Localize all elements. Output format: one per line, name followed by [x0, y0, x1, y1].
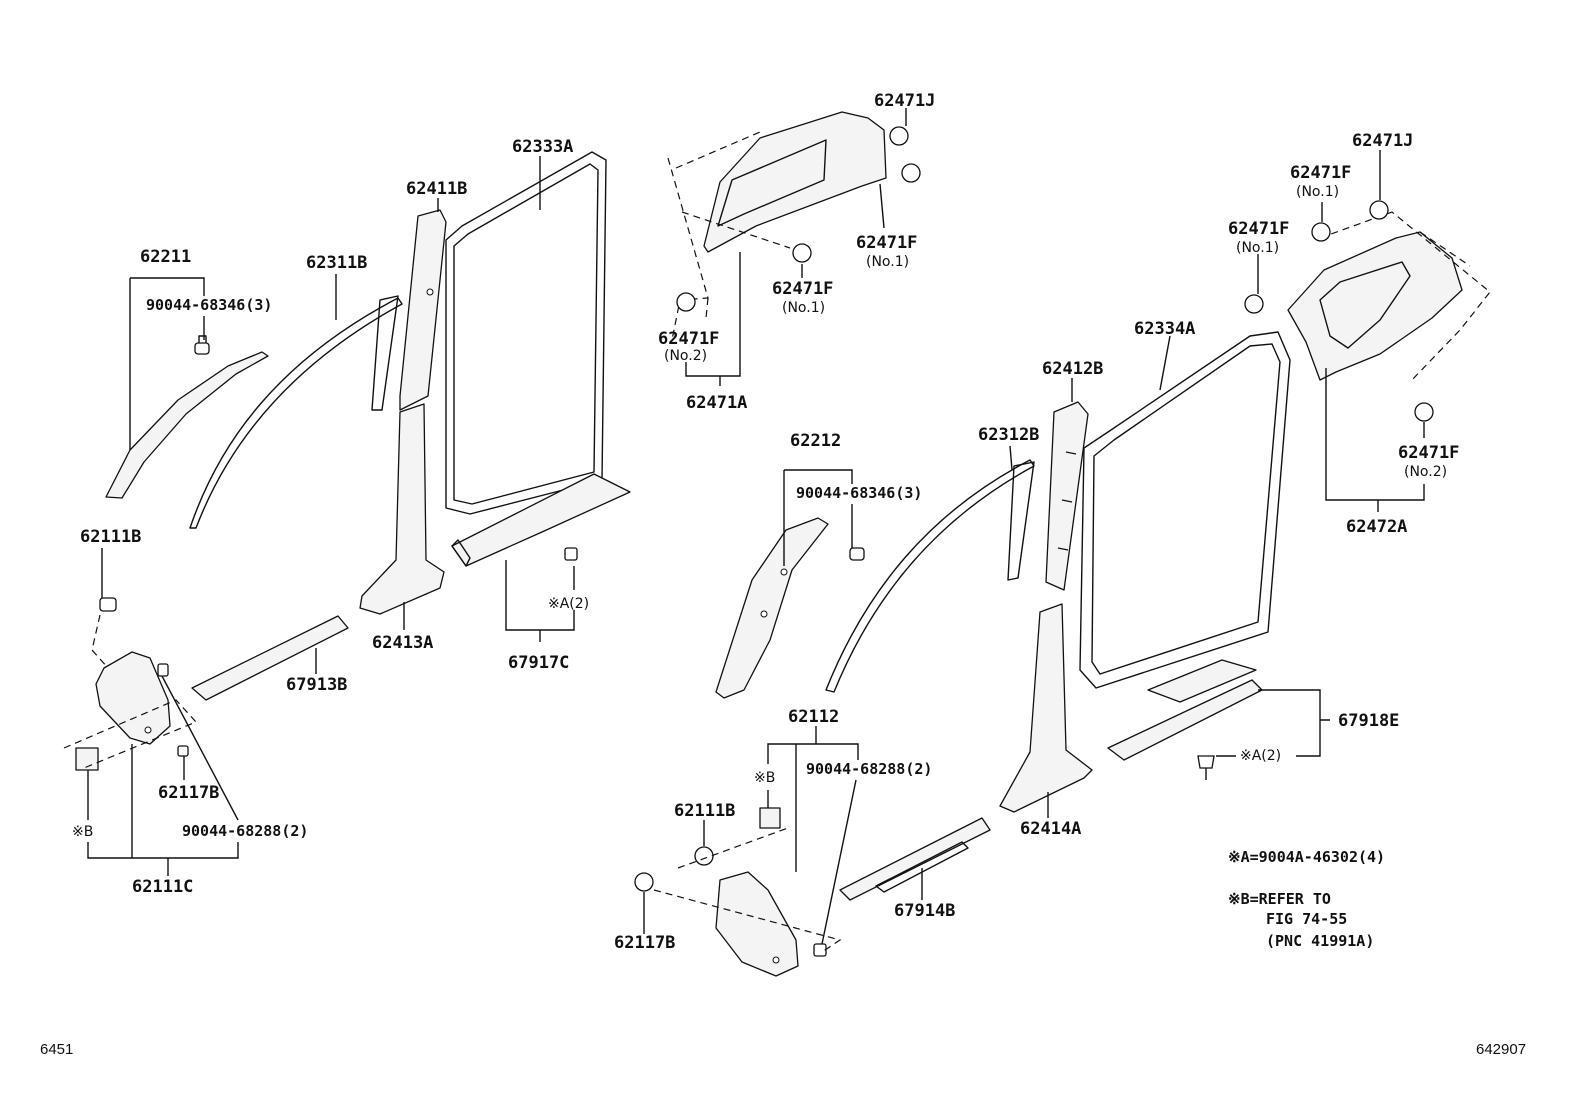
label-A2-b: ※A(2) — [1240, 748, 1281, 764]
label-62111B-a: 62111B — [80, 527, 141, 547]
note-A: ※A=9004A-46302(4) — [1228, 848, 1385, 866]
label-67917C: 67917C — [508, 653, 569, 673]
label-62471F-a: 62471F — [856, 233, 917, 253]
label-B-a: ※B — [72, 824, 93, 840]
label-B-b: ※B — [754, 770, 775, 786]
label-62471F-e-sub: (No.1) — [1236, 240, 1279, 256]
label-62212: 62212 — [790, 431, 841, 451]
scuff-plate-67917C — [451, 473, 631, 567]
door-weatherstrip-62334A — [1079, 331, 1291, 689]
quarter-trim-62471A — [703, 111, 887, 253]
b-pillar-upper-62412B — [1045, 401, 1089, 591]
label-62471A: 62471A — [686, 393, 747, 413]
label-62471F-d-sub: (No.1) — [1296, 184, 1339, 200]
label-62211: 62211 — [140, 247, 191, 267]
clip-62111B-left — [99, 597, 117, 612]
label-62112: 62112 — [788, 707, 839, 727]
door-weatherstrip-62333A — [445, 151, 607, 515]
corner-id-right: 642907 — [1476, 1041, 1526, 1058]
label-62471F-d: 62471F — [1290, 163, 1351, 183]
b-pillar-upper-62411B — [399, 209, 447, 411]
label-62471J-b: 62471J — [1352, 131, 1413, 151]
label-62111B-b: 62111B — [674, 801, 735, 821]
note-B-2: FIG 74-55 — [1266, 910, 1347, 928]
label-62471F-f: 62471F — [1398, 443, 1459, 463]
leader-lines — [87, 108, 1425, 945]
label-62471J-a: 62471J — [874, 91, 935, 111]
label-90044-68346-b: 90044-68346(3) — [796, 484, 922, 502]
quarter-trim-62472A — [1287, 231, 1463, 381]
label-90044-68288-b: 90044-68288(2) — [806, 760, 932, 778]
label-62117B-a: 62117B — [158, 783, 219, 803]
sill-67913B — [191, 615, 349, 701]
clip-90044-left — [194, 335, 210, 355]
label-67913B: 67913B — [286, 675, 347, 695]
sill-67914B — [839, 817, 991, 901]
label-67918E: 67918E — [1338, 711, 1399, 731]
label-62471F-f-sub: (No.2) — [1404, 464, 1447, 480]
label-62412B: 62412B — [1042, 359, 1103, 379]
b-pillar-lower-62413A — [359, 403, 445, 615]
a-pillar-garnish-right — [715, 517, 829, 699]
clip-90044-right — [849, 547, 865, 561]
label-62414A: 62414A — [1020, 819, 1081, 839]
b-pillar-lower-62414A — [999, 603, 1093, 813]
label-67914B: 67914B — [894, 901, 955, 921]
label-90044-68346-a: 90044-68346(3) — [146, 296, 272, 314]
label-62472A: 62472A — [1346, 517, 1407, 537]
label-62413A: 62413A — [372, 633, 433, 653]
kick-panel-62112 — [715, 871, 799, 977]
label-62471F-c-sub: (No.2) — [664, 348, 707, 364]
kick-panel-62111C — [95, 651, 171, 745]
notes: ※A=9004A-46302(4) ※B=REFER TO FIG 74-55 … — [1228, 848, 1385, 950]
label-62117B-b: 62117B — [614, 933, 675, 953]
label-62471F-b-sub: (No.1) — [782, 300, 825, 316]
label-62471F-c: 62471F — [658, 329, 719, 349]
label-62334A: 62334A — [1134, 319, 1195, 339]
weatherstrip-62311B — [189, 297, 403, 529]
label-62471F-b: 62471F — [772, 279, 833, 299]
note-B-1: ※B=REFER TO — [1228, 890, 1331, 908]
part-labels: 62471J 62471F (No.1) 62471F (No.1) 62471… — [72, 91, 1459, 953]
label-62411B: 62411B — [406, 179, 467, 199]
clip-A-right — [1197, 755, 1215, 780]
label-A2-a: ※A(2) — [548, 596, 589, 612]
note-B-3: (PNC 41991A) — [1266, 932, 1374, 950]
corner-id-left: 6451 — [40, 1041, 73, 1058]
label-62471F-e: 62471F — [1228, 219, 1289, 239]
label-62333A: 62333A — [512, 137, 573, 157]
label-62311B: 62311B — [306, 253, 367, 273]
label-62312B: 62312B — [978, 425, 1039, 445]
label-62111C: 62111C — [132, 877, 193, 897]
label-90044-68288-a: 90044-68288(2) — [182, 822, 308, 840]
label-62471F-a-sub: (No.1) — [866, 254, 909, 270]
a-pillar-garnish-left — [105, 351, 269, 499]
